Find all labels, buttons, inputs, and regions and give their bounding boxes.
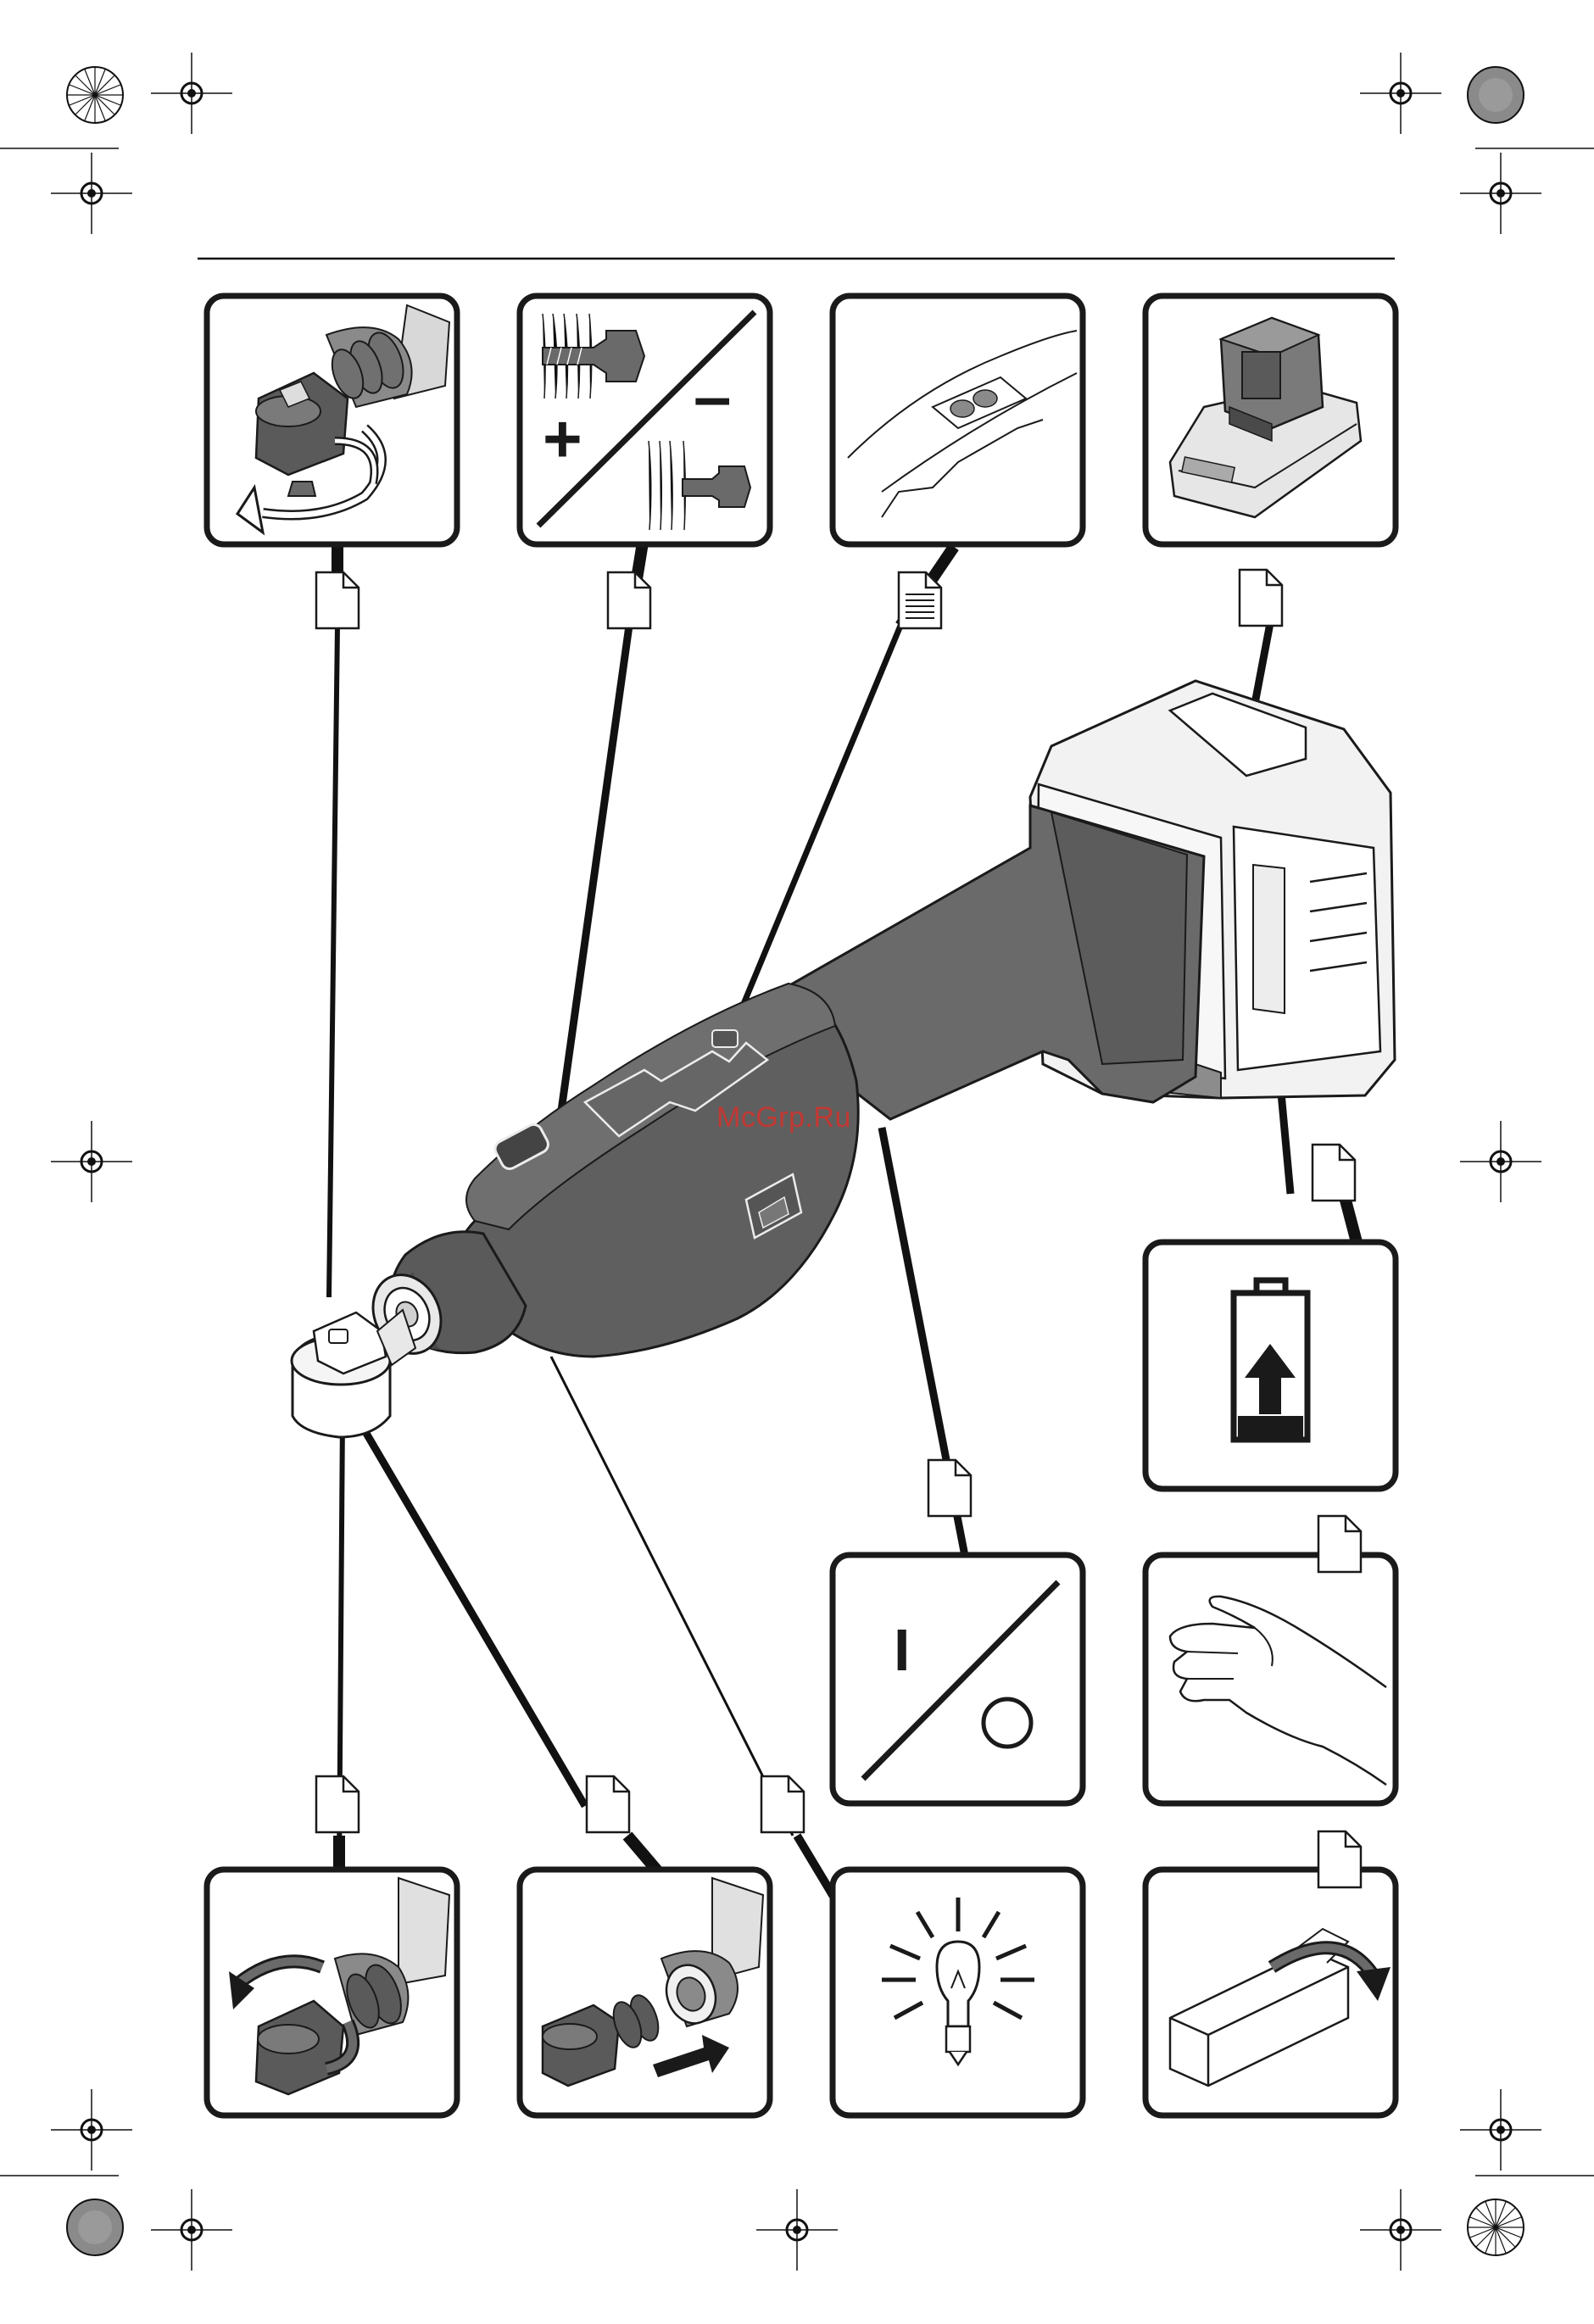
panel-speed-plus-minus: + – <box>520 296 770 544</box>
angle-head <box>292 1310 415 1437</box>
panel-attachment-rotate <box>207 296 457 544</box>
panel-attachment-screw <box>207 1870 457 2115</box>
minus-symbol: – <box>694 359 732 434</box>
panel-on-off-switch: I <box>833 1555 1083 1803</box>
starburst-bottom-right <box>1468 2199 1524 2255</box>
panel-attachment-insert <box>520 1870 770 2115</box>
gray-disc-top-right <box>1468 67 1524 123</box>
panel-battery-charge <box>1145 1242 1396 1489</box>
on-symbol: I <box>894 1617 910 1683</box>
watermark-text: McGrp.Ru <box>716 1101 851 1134</box>
gray-disc-bottom-left <box>67 2199 123 2255</box>
starburst-top-left <box>67 67 123 123</box>
panel-packaging <box>1145 1870 1396 2115</box>
plus-symbol: + <box>543 401 582 477</box>
panel-control-button <box>833 296 1083 544</box>
panel-light-bulb <box>833 1870 1083 2115</box>
doc-icon-text <box>899 572 941 628</box>
panel-hand-grip <box>1145 1555 1396 1803</box>
panel-charger <box>1145 296 1396 544</box>
